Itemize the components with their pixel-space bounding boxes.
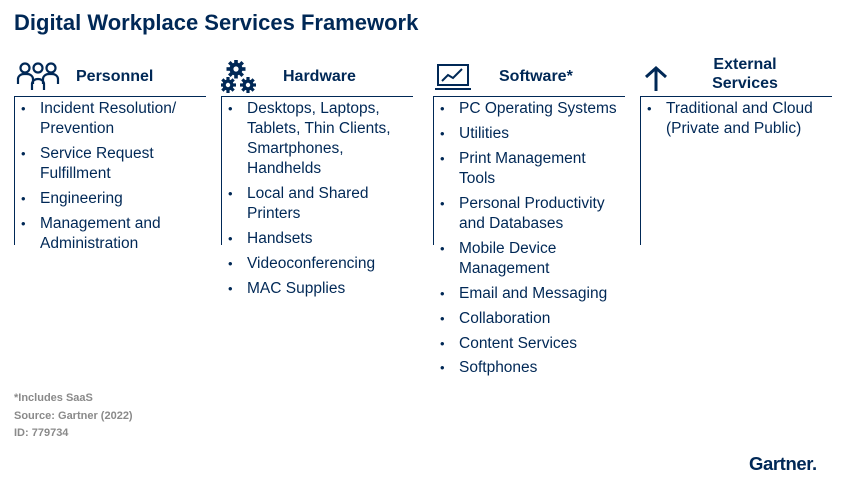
list-item: Collaboration [433, 309, 625, 329]
column-external-services: External Services Traditional and Cloud … [640, 56, 832, 245]
column-header-software: Software* [433, 58, 625, 96]
footnote-saas: *Includes SaaS [14, 392, 93, 404]
list-item: Desktops, Laptops, Tablets, Thin Clients… [221, 99, 413, 179]
list-item: Handsets [221, 229, 413, 249]
monitor-chart-icon [435, 64, 471, 90]
list-item: Mobile Device Management [433, 239, 625, 279]
page-title: Digital Workplace Services Framework [14, 10, 419, 35]
item-list: PC Operating Systems Utilities Print Man… [433, 99, 625, 378]
gartner-logo: Gartner. [749, 453, 817, 475]
list-item: Softphones [433, 358, 625, 378]
list-item: Incident Resolution/ Prevention [14, 99, 206, 139]
list-item: Print Management Tools [433, 149, 625, 189]
people-icon [16, 62, 60, 90]
column-hardware: Hardware Desktops, Laptops, Tablets, Thi… [221, 58, 413, 304]
list-item: Service Request Fulfillment [14, 144, 206, 184]
item-list: Traditional and Cloud (Private and Publi… [640, 99, 832, 139]
list-item: Engineering [14, 189, 206, 209]
footnotes: *Includes SaaS Source: Gartner (2022) ID… [14, 390, 133, 443]
item-list: Desktops, Laptops, Tablets, Thin Clients… [221, 99, 413, 299]
column-side-bar [640, 97, 641, 245]
column-header-hardware: Hardware [221, 58, 413, 96]
list-item: Email and Messaging [433, 284, 625, 304]
list-item: Traditional and Cloud (Private and Publi… [640, 99, 832, 139]
footnote-id: ID: 779734 [14, 427, 69, 439]
column-heading: Personnel [76, 68, 154, 85]
list-item: Videoconferencing [221, 254, 413, 274]
list-item: Utilities [433, 124, 625, 144]
list-item: MAC Supplies [221, 279, 413, 299]
list-item: Personal Productivity and Databases [433, 194, 625, 234]
column-heading: Software* [499, 68, 573, 85]
column-divider [640, 96, 832, 97]
column-heading-line: Services [712, 75, 778, 92]
logo-dot: . [812, 453, 817, 474]
list-item: Management and Administration [14, 214, 206, 254]
column-divider [433, 96, 625, 97]
list-item: PC Operating Systems [433, 99, 625, 119]
item-list: Incident Resolution/ Prevention Service … [14, 99, 206, 254]
column-heading-line: External [713, 56, 777, 73]
column-header-external-services: External Services [640, 56, 832, 96]
column-personnel: Personnel Incident Resolution/ Preventio… [14, 58, 206, 259]
column-divider [221, 96, 413, 97]
column-heading: Hardware [283, 68, 356, 85]
gears-icon [221, 60, 256, 93]
column-header-personnel: Personnel [14, 58, 206, 96]
logo-text: Gartner [749, 453, 813, 474]
list-item: Local and Shared Printers [221, 184, 413, 224]
upload-arrow-icon [644, 65, 668, 91]
column-heading: External Services [704, 56, 786, 93]
column-divider [14, 96, 206, 97]
list-item: Content Services [433, 334, 625, 354]
column-software: Software* PC Operating Systems Utilities… [433, 58, 625, 383]
footnote-source: Source: Gartner (2022) [14, 409, 133, 422]
